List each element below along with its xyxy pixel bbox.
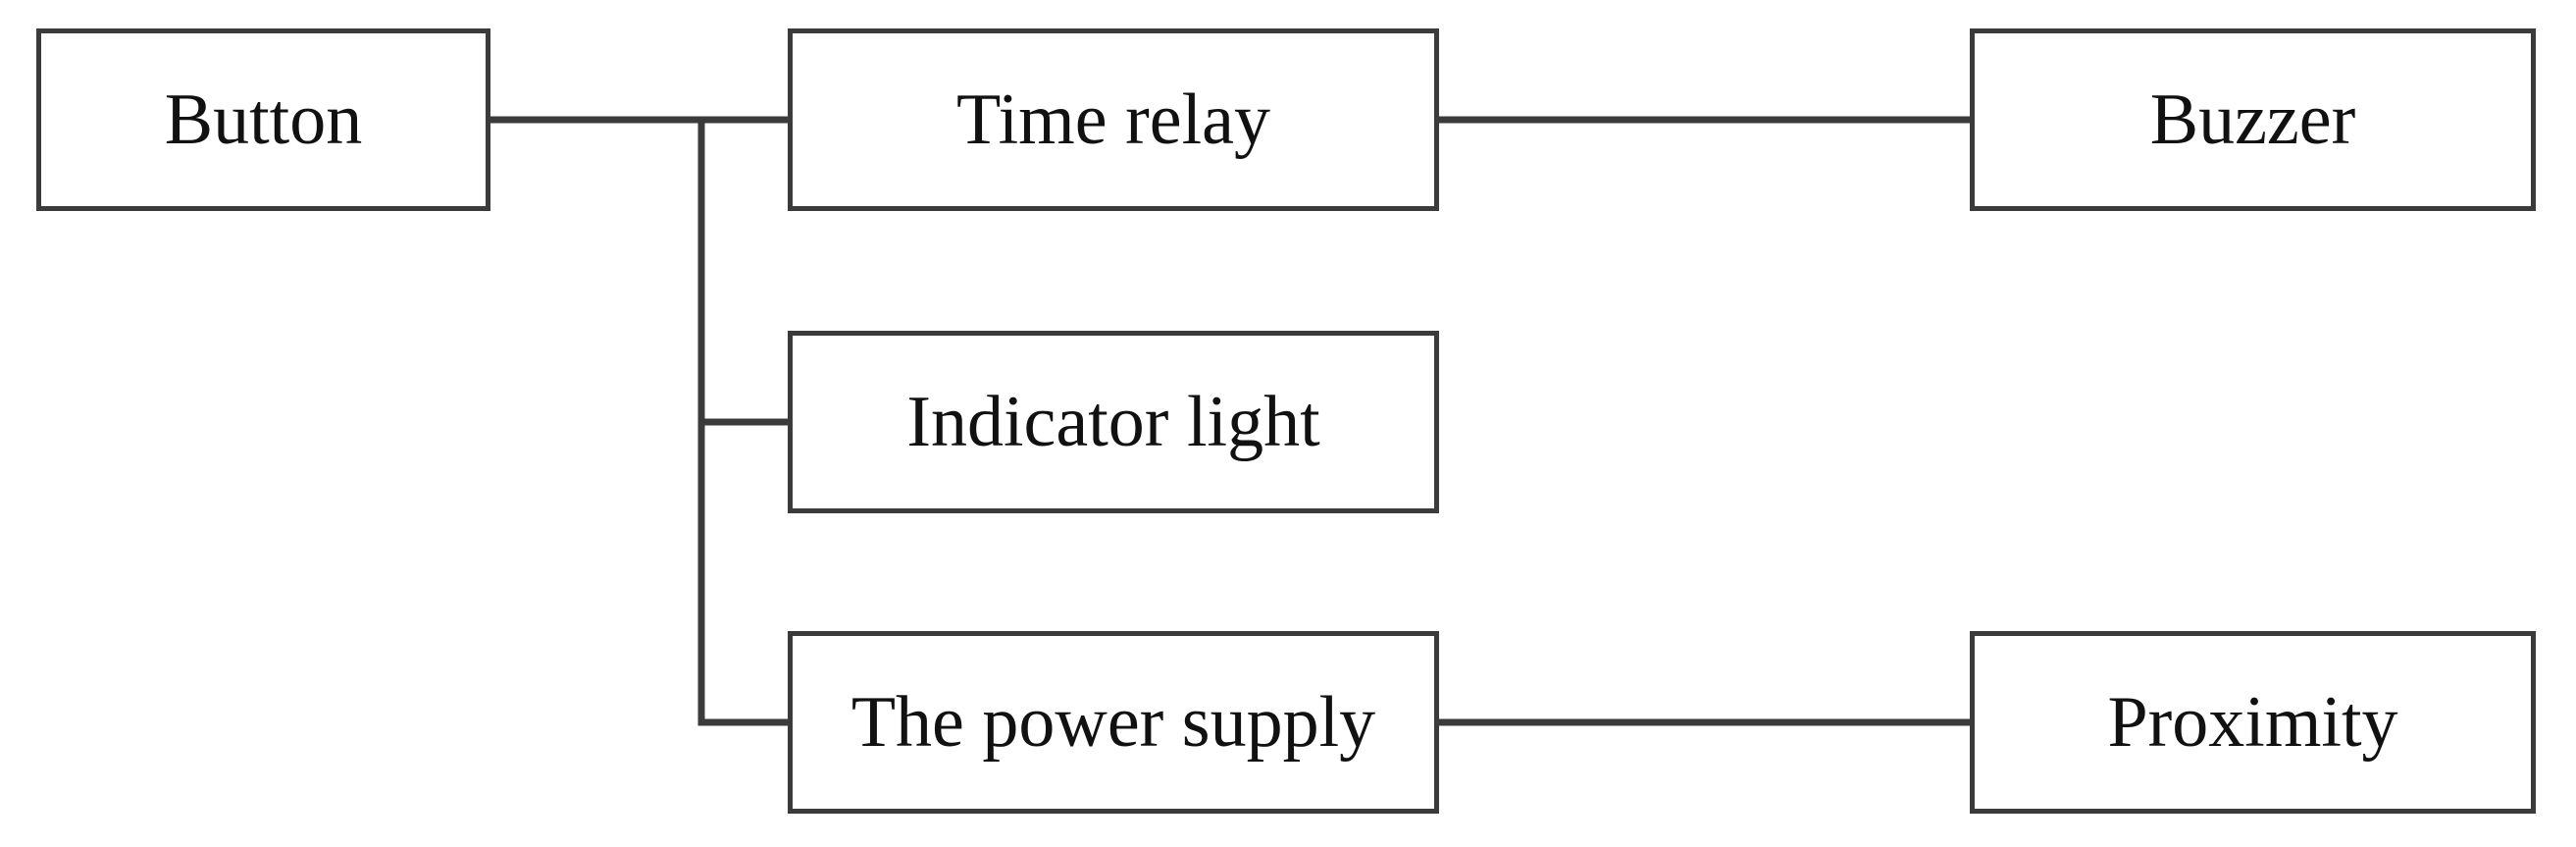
node-proximity: Proximity [1970, 631, 2536, 814]
node-power-supply: The power supply [788, 631, 1439, 814]
node-label-indicator-light: Indicator light [906, 381, 1320, 462]
node-button: Button [36, 28, 490, 211]
node-label-time-relay: Time relay [956, 79, 1270, 160]
node-label-power-supply: The power supply [850, 681, 1376, 763]
node-buzzer: Buzzer [1970, 28, 2536, 211]
node-indicator-light: Indicator light [788, 331, 1439, 513]
node-label-buzzer: Buzzer [2149, 79, 2356, 160]
node-time-relay: Time relay [788, 28, 1439, 211]
node-label-button: Button [164, 79, 363, 160]
node-label-proximity: Proximity [2107, 681, 2398, 763]
